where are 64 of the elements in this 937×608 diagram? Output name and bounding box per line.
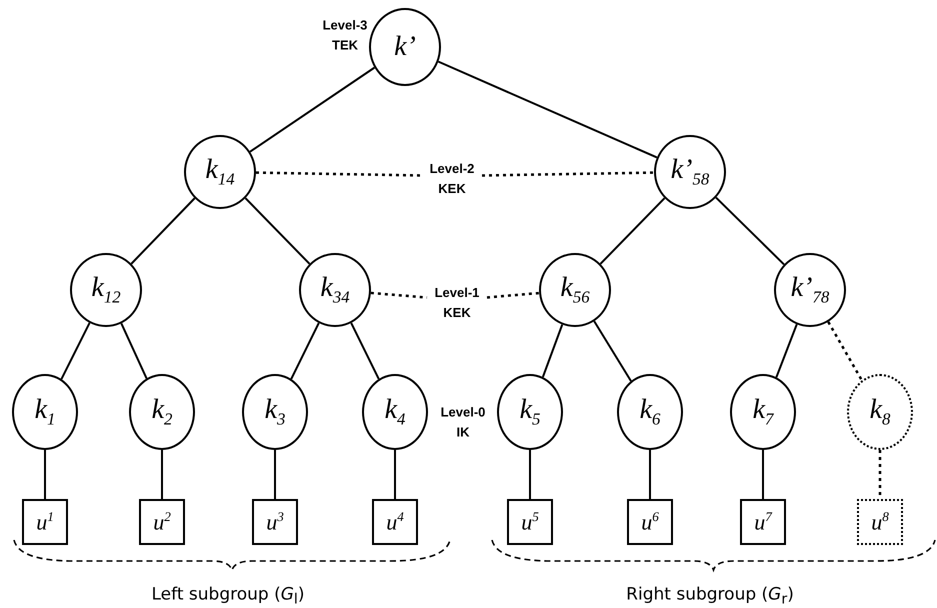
- key-name: k$_{2}$: [152, 394, 172, 430]
- key-name: u$^{6}$: [641, 508, 659, 536]
- tree-edge: [274, 450, 276, 499]
- tree-edge: [600, 197, 666, 265]
- key-name: k$_{14}$: [205, 154, 235, 190]
- tree-edge: [44, 450, 46, 499]
- key-name: u$^{8}$: [871, 508, 889, 536]
- key-name: k$_{5}$: [520, 394, 540, 430]
- user-box: [372, 499, 418, 545]
- key-name: u$^{1}$: [36, 508, 54, 536]
- user-box: [740, 499, 786, 545]
- user-box: [22, 499, 68, 545]
- key-name: u$^{2}$: [153, 508, 171, 536]
- tree-edge: [529, 450, 531, 499]
- tree-edge: [394, 450, 396, 499]
- tree-edge: [438, 60, 658, 158]
- subgroup-label: Right subgroup (G$_{r}$): [626, 584, 794, 608]
- tree-edge: [250, 66, 376, 152]
- key-circle: [184, 135, 256, 209]
- key-name: k$_{56}$: [560, 272, 590, 308]
- level-label: Level-2 KEK: [422, 153, 482, 199]
- key-name: k’$_{58}$: [670, 154, 710, 190]
- level-label: Level-1 KEK: [427, 277, 487, 323]
- key-name: k$_{7}$: [752, 394, 774, 430]
- tree-edge: [775, 324, 798, 378]
- key-name: u$^{4}$: [386, 508, 404, 536]
- key-name: k$_{12}$: [91, 272, 121, 308]
- level-label: Level-0 IK: [440, 404, 486, 441]
- user-box: [857, 499, 903, 545]
- key-name: k$_{8}$: [870, 394, 890, 430]
- tree-edge: [649, 450, 651, 499]
- key-name: u$^{7}$: [754, 508, 772, 536]
- key-name: k’: [394, 31, 416, 63]
- tree-edge: [715, 196, 785, 266]
- tree-edge: [130, 198, 196, 264]
- dotted-connector: [827, 321, 863, 381]
- user-box: [252, 499, 298, 545]
- tree-edge: [120, 323, 148, 379]
- tree-edge: [290, 322, 320, 380]
- user-box: [139, 499, 185, 545]
- tree-edge: [60, 322, 90, 380]
- key-name: k$_{6}$: [640, 394, 660, 430]
- user-box: [627, 499, 673, 545]
- tree-edge: [244, 197, 310, 265]
- tree-edge: [350, 322, 380, 380]
- dotted-connector: [370, 292, 428, 299]
- tree-edge: [762, 450, 764, 499]
- key-name: k$_{3}$: [264, 394, 286, 430]
- subgroup-label: Left subgroup (G$_{l}$): [152, 584, 304, 608]
- user-box: [507, 499, 553, 545]
- level-label: Level-3 TEK: [322, 16, 368, 54]
- dotted-connector: [482, 171, 654, 177]
- key-name: u$^{3}$: [266, 508, 284, 536]
- key-name: k$_{4}$: [384, 394, 406, 430]
- key-name: u$^{5}$: [521, 508, 539, 536]
- tree-edge: [542, 324, 564, 378]
- key-name: k$_{34}$: [320, 272, 350, 308]
- key-name: k’$_{78}$: [790, 272, 830, 308]
- tree-edge: [161, 450, 163, 499]
- dotted-connector: [256, 171, 422, 177]
- tree-edge: [593, 320, 632, 382]
- key-circle: [654, 135, 726, 209]
- key-name: k$_{1}$: [34, 394, 56, 430]
- dotted-connector: [486, 292, 540, 299]
